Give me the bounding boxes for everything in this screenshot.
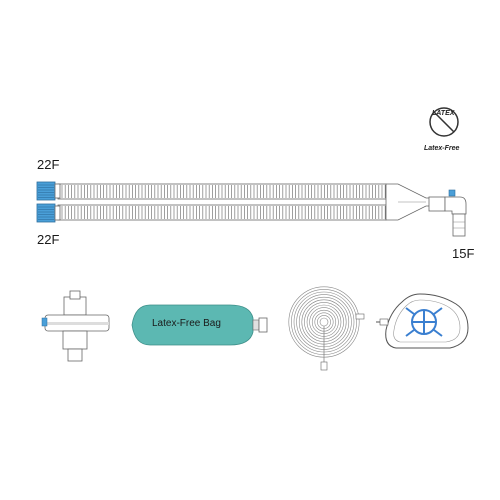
connector-top bbox=[36, 181, 61, 201]
corrugated-tubes bbox=[57, 183, 387, 221]
coil-lead bbox=[320, 313, 365, 371]
port-label-top: 22F bbox=[37, 157, 60, 172]
badge-latex-free-text: Latex-Free bbox=[424, 145, 460, 152]
no-latex-icon bbox=[429, 107, 459, 137]
face-mask-icon bbox=[376, 293, 469, 349]
elbow-connector-icon bbox=[428, 189, 467, 237]
bag-label: Latex-Free Bag bbox=[152, 318, 221, 329]
badge-latex-text: LATEX bbox=[432, 110, 455, 117]
elbow-port-label: 15F bbox=[452, 246, 475, 261]
filter-icon bbox=[41, 290, 110, 362]
connector-bottom bbox=[36, 203, 61, 223]
breathing-bag-icon bbox=[131, 304, 268, 346]
port-label-bottom: 22F bbox=[37, 232, 60, 247]
